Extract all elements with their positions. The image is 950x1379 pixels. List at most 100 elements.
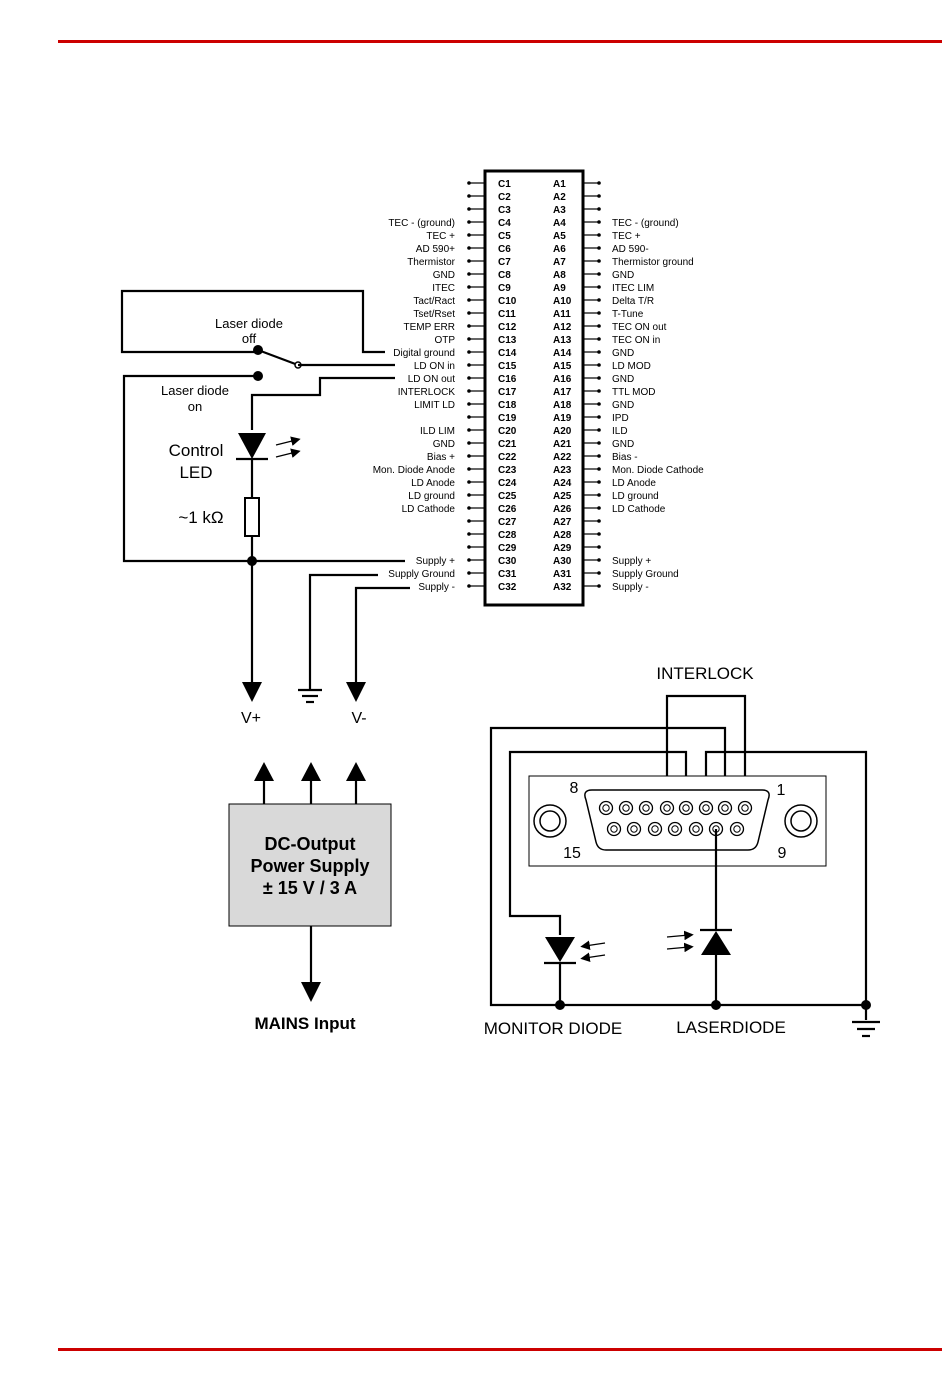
pin-label-c: Tset/Rset <box>413 309 455 320</box>
pin-id-a: A22 <box>553 452 572 463</box>
pin-label-c: TEMP ERR <box>404 322 456 333</box>
pin-dot-right <box>597 207 601 211</box>
pin-dot-left <box>467 441 471 445</box>
pin-id-c: C3 <box>498 205 511 216</box>
pin-dot-left <box>467 350 471 354</box>
pin-label-a: T-Tune <box>612 309 644 320</box>
pin-dot-left <box>467 233 471 237</box>
pin-dot-right <box>597 376 601 380</box>
pin-id-a: A32 <box>553 582 572 593</box>
pin-id-c: C7 <box>498 257 511 268</box>
pin-dot-left <box>467 389 471 393</box>
pin-id-c: C2 <box>498 192 511 203</box>
pin-id-a: A13 <box>553 335 572 346</box>
pin-id-a: A5 <box>553 231 566 242</box>
pin-dot-left <box>467 545 471 549</box>
pin-id-c: C18 <box>498 400 517 411</box>
dsub-connector: INTERLOCK 8 1 15 9 MONITOR DIODE <box>484 664 880 1038</box>
pin-label-a: Bias - <box>612 452 638 463</box>
pin15-label: 15 <box>563 845 581 862</box>
pin-label-c: Supply Ground <box>388 569 455 580</box>
pin-dot-right <box>597 415 601 419</box>
pin-dot-right <box>597 298 601 302</box>
pin-id-a: A31 <box>553 569 572 580</box>
laser-switch: Laser diode off Laser diode on <box>120 289 395 563</box>
pin-id-a: A2 <box>553 192 566 203</box>
pin-dot-right <box>597 389 601 393</box>
pin-id-c: C25 <box>498 491 517 502</box>
dsub-pin-hole <box>602 804 610 812</box>
pin-label-a: Supply Ground <box>612 569 679 580</box>
laser-off-label-2: off <box>242 331 257 346</box>
pin-label-a: GND <box>612 348 634 359</box>
pin-dot-right <box>597 428 601 432</box>
top-rule <box>58 40 942 43</box>
pin-label-c: AD 590+ <box>416 244 455 255</box>
pin-label-c: Digital ground <box>393 348 455 359</box>
pin-id-c: C5 <box>498 231 511 242</box>
pin-dot-left <box>467 519 471 523</box>
pin-label-c: Supply + <box>416 556 455 567</box>
pin-id-a: A24 <box>553 478 572 489</box>
pin-id-c: C19 <box>498 413 517 424</box>
pin-id-a: A8 <box>553 270 566 281</box>
pin-id-c: C1 <box>498 179 511 190</box>
pin-id-a: A17 <box>553 387 572 398</box>
pin-label-a: TEC ON out <box>612 322 667 333</box>
pin-dot-right <box>597 558 601 562</box>
pin-dot-right <box>597 259 601 263</box>
pin-id-c: C14 <box>498 348 517 359</box>
pin-label-a: LD Anode <box>612 478 656 489</box>
laser-on-label-1: Laser diode <box>161 383 229 398</box>
pin-id-c: C20 <box>498 426 517 437</box>
psu-line-1: DC-Output <box>265 834 356 854</box>
pin-dot-right <box>597 220 601 224</box>
dsub-pin-hole <box>663 804 671 812</box>
pin-id-c: C22 <box>498 452 517 463</box>
pin-id-c: C24 <box>498 478 517 489</box>
pin-dot-right <box>597 324 601 328</box>
pin-id-a: A1 <box>553 179 566 190</box>
pin-label-c: TEC + <box>426 231 455 242</box>
pin-dot-left <box>467 337 471 341</box>
dsub-pin-hole <box>642 804 650 812</box>
monitor-diode-label: MONITOR DIODE <box>484 1019 623 1038</box>
pin-dot-right <box>597 272 601 276</box>
pin-id-a: A14 <box>553 348 572 359</box>
bottom-rule <box>58 1348 942 1351</box>
dsub-pin-hole <box>682 804 690 812</box>
vplus-label: V+ <box>241 710 261 727</box>
psu-box <box>228 803 392 927</box>
pin-label-a: Thermistor ground <box>612 257 694 268</box>
pin-dot-right <box>597 402 601 406</box>
pin-dot-left <box>467 584 471 588</box>
pin-dot-right <box>597 532 601 536</box>
pin-dot-right <box>597 285 601 289</box>
pin-dot-left <box>467 467 471 471</box>
pin-id-c: C28 <box>498 530 517 541</box>
pin-id-c: C21 <box>498 439 517 450</box>
pin-dot-left <box>467 246 471 250</box>
pin-dot-left <box>467 220 471 224</box>
dsub-pin-hole <box>733 825 741 833</box>
pin-dot-left <box>467 571 471 575</box>
pin-id-c: C26 <box>498 504 517 515</box>
pin-dot-right <box>597 337 601 341</box>
pin-id-a: A16 <box>553 374 572 385</box>
interlock-label: INTERLOCK <box>656 664 754 683</box>
pin-label-a: ILD <box>612 426 628 437</box>
pin-id-c: C29 <box>498 543 517 554</box>
pin-dot-right <box>597 506 601 510</box>
pin-dot-left <box>467 402 471 406</box>
pin-label-c: LD ON out <box>408 374 455 385</box>
pin-dot-right <box>597 441 601 445</box>
pin-id-a: A9 <box>553 283 566 294</box>
pin-label-c: Supply - <box>418 582 455 593</box>
pin-id-c: C23 <box>498 465 517 476</box>
pin-id-a: A10 <box>553 296 572 307</box>
pin-id-a: A3 <box>553 205 566 216</box>
pin-dot-left <box>467 194 471 198</box>
pin-dot-left <box>467 506 471 510</box>
pin-id-a: A12 <box>553 322 572 333</box>
